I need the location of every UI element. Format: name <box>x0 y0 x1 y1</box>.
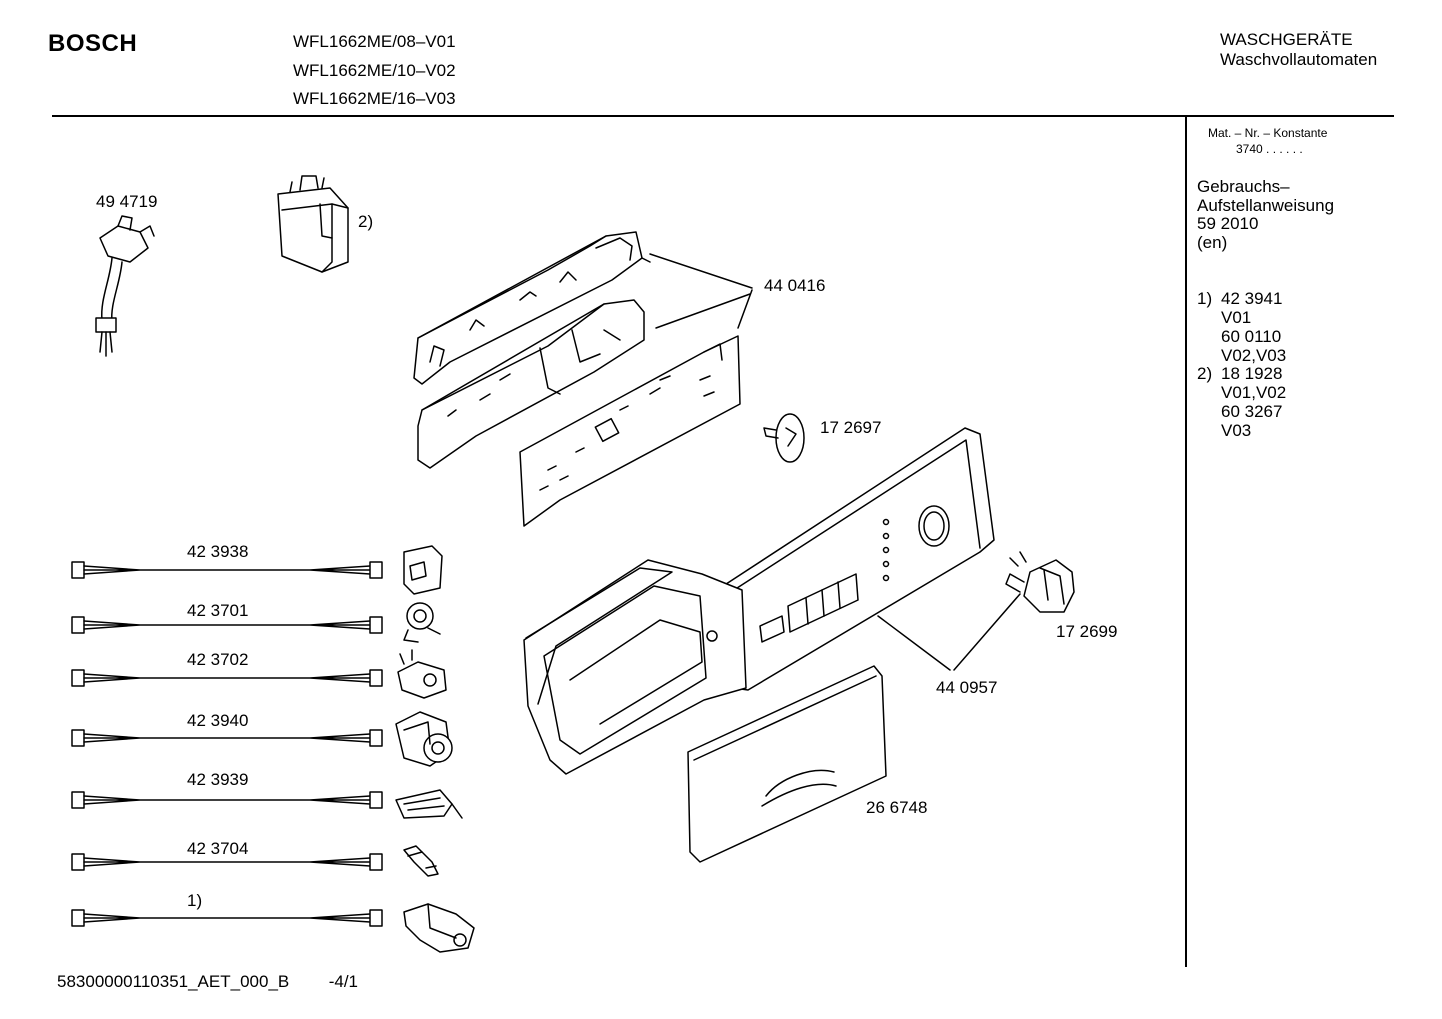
part-label-program-knob: 17 2699 <box>1056 622 1118 641</box>
harness-label: 42 3704 <box>187 839 249 858</box>
model-number-2: WFL1662ME/10–V02 <box>293 61 456 80</box>
note-line: V02,V03 <box>1221 346 1287 365</box>
doc-id: 58300000110351_AET_000_B <box>57 972 290 991</box>
note-line: V01,V02 <box>1221 383 1287 402</box>
brand-logo: BOSCH <box>48 30 138 57</box>
part-label-selector-knob: 17 2697 <box>820 418 882 437</box>
part-label-power-cord: 49 4719 <box>96 192 158 211</box>
harness-label: 42 3938 <box>187 542 249 561</box>
note-line: V01 <box>1221 308 1252 327</box>
harness-components <box>395 545 475 953</box>
note-marker: 2) <box>1197 364 1213 383</box>
part-label-control-module: 44 0416 <box>764 276 826 295</box>
note-line: V03 <box>1221 421 1252 440</box>
harness-label: 42 3701 <box>187 601 249 620</box>
note-marker: 1) <box>1197 289 1213 308</box>
mat-nr-label: Mat. – Nr. – Konstante <box>1208 126 1328 140</box>
circuit-board-illustration <box>519 335 741 527</box>
program-knob-illustration <box>1005 551 1075 613</box>
manual-line: (en) <box>1197 233 1228 252</box>
part-label-dispenser-handle: 26 6748 <box>866 798 928 817</box>
note-line: 60 3267 <box>1221 402 1283 421</box>
dispenser-handle-illustration <box>687 665 887 863</box>
harness-row <box>71 909 383 927</box>
dispenser-frame-illustration <box>523 559 747 775</box>
category-title: WASCHGERÄTE <box>1220 30 1353 49</box>
harness-row <box>71 791 383 809</box>
harness-row <box>71 616 383 634</box>
note-line: 60 0110 <box>1221 327 1282 346</box>
page-number: -4/1 <box>328 972 358 991</box>
document-footer: 58300000110351_AET_000_B -4/1 <box>57 972 358 992</box>
selector-knob-illustration <box>763 413 805 463</box>
mat-nr-value: 3740 . . . . . . <box>1236 142 1303 156</box>
model-number-3: WFL1662ME/16–V03 <box>293 89 456 108</box>
manual-line: Gebrauchs– <box>1197 177 1290 196</box>
control-panel-illustration <box>719 427 995 691</box>
leader-control-module <box>649 253 753 329</box>
control-frame-top <box>413 231 651 385</box>
harness-label: 42 3940 <box>187 711 249 730</box>
harness-row <box>71 853 383 871</box>
control-frame-bottom <box>417 299 645 469</box>
filter-illustration <box>277 175 349 273</box>
harness-illustrations <box>71 561 383 927</box>
model-number-1: WFL1662ME/08–V01 <box>293 32 456 51</box>
note-line: 18 1928 <box>1221 364 1283 383</box>
harness-row <box>71 729 383 747</box>
leader-control-panel <box>877 593 1021 671</box>
power-cord-illustration <box>95 215 155 357</box>
part-label-filter: 2) <box>358 212 374 231</box>
part-label-control-panel: 44 0957 <box>936 678 998 697</box>
category-subtitle: Waschvollautomaten <box>1220 50 1378 69</box>
harness-label: 42 3939 <box>187 770 249 789</box>
sidebar-divider <box>1185 117 1187 967</box>
harness-label: 1) <box>187 891 203 910</box>
harness-row <box>71 669 383 687</box>
harness-row <box>71 561 383 579</box>
note-line: 42 3941 <box>1221 289 1283 308</box>
harness-label: 42 3702 <box>187 650 249 669</box>
header-divider <box>52 115 1394 117</box>
manual-line: Aufstellanweisung <box>1197 196 1335 215</box>
manual-line: 59 2010 <box>1197 214 1259 233</box>
